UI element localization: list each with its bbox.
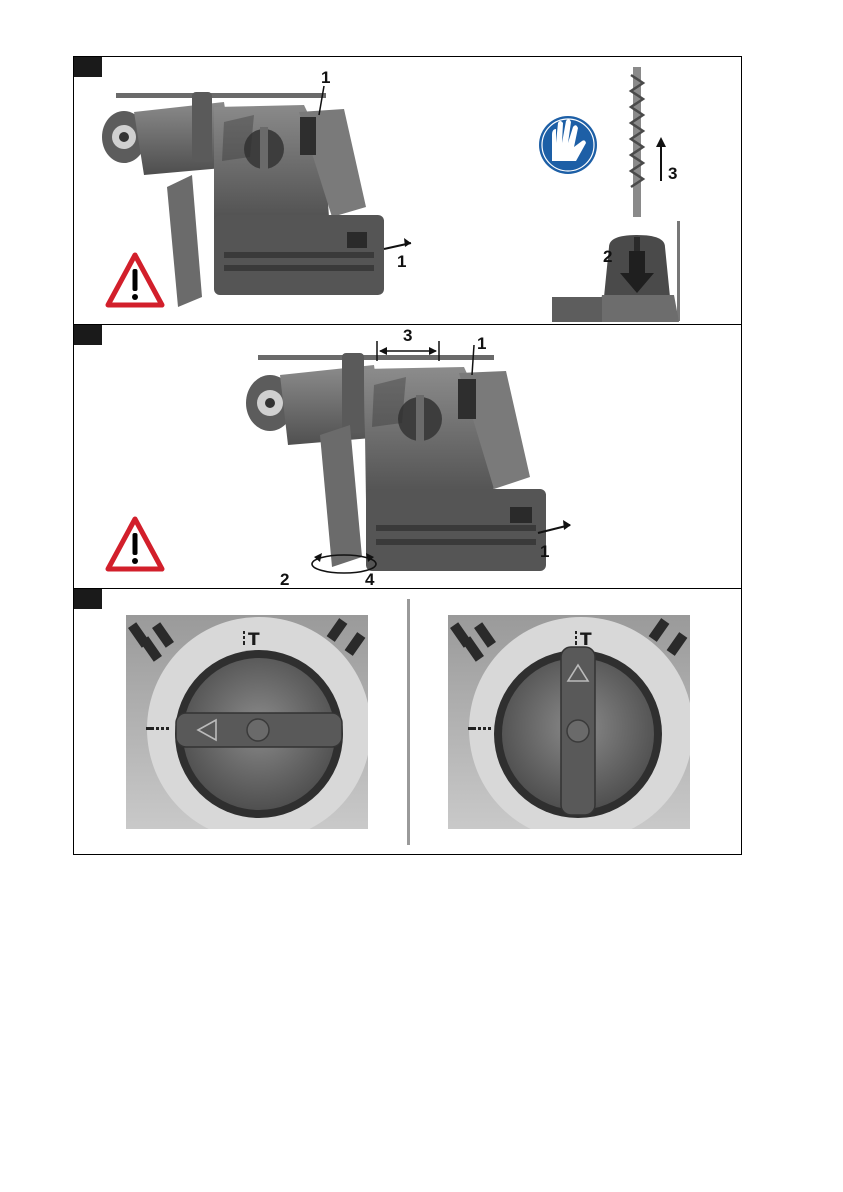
svg-text:1: 1: [397, 252, 406, 271]
figure-frame: 1 1: [73, 56, 742, 855]
callout-3: 3: [668, 164, 677, 183]
mode-selector-knob[interactable]: [176, 713, 342, 747]
callout-1-top: 1: [472, 334, 486, 375]
svg-text:1: 1: [477, 334, 486, 353]
wear-gloves-icon: [539, 116, 597, 174]
chuck-sleeve-illustration: [552, 235, 679, 322]
warning-triangle-icon: [108, 519, 162, 569]
figure-panel-3: T: [74, 589, 741, 855]
hammer-drill-illustration: [246, 353, 546, 571]
callout-3: 3: [403, 326, 412, 345]
callout-2: 2: [603, 247, 612, 266]
warning-triangle-icon: [108, 255, 162, 305]
callout-2: 2: [280, 570, 289, 589]
svg-text:1: 1: [540, 542, 549, 561]
panel-1-illustration: 1 1: [74, 57, 741, 325]
mode-selector-knob[interactable]: [561, 647, 595, 815]
figure-panel-1: 1 1: [74, 57, 741, 325]
callout-1-bottom: 1: [384, 238, 411, 271]
panel-2-illustration: 3 1 1 2 4: [74, 325, 741, 589]
svg-text:T: T: [580, 630, 592, 650]
panel-divider: [407, 599, 410, 845]
figure-panel-2: 3 1 1 2 4: [74, 325, 741, 589]
callout-4: 4: [365, 570, 375, 589]
svg-text:T: T: [248, 630, 260, 650]
panel-3-illustration: T: [74, 589, 741, 855]
svg-text:1: 1: [321, 68, 330, 87]
up-arrow-icon: [656, 137, 666, 181]
callout-1-top: 1: [319, 68, 330, 115]
